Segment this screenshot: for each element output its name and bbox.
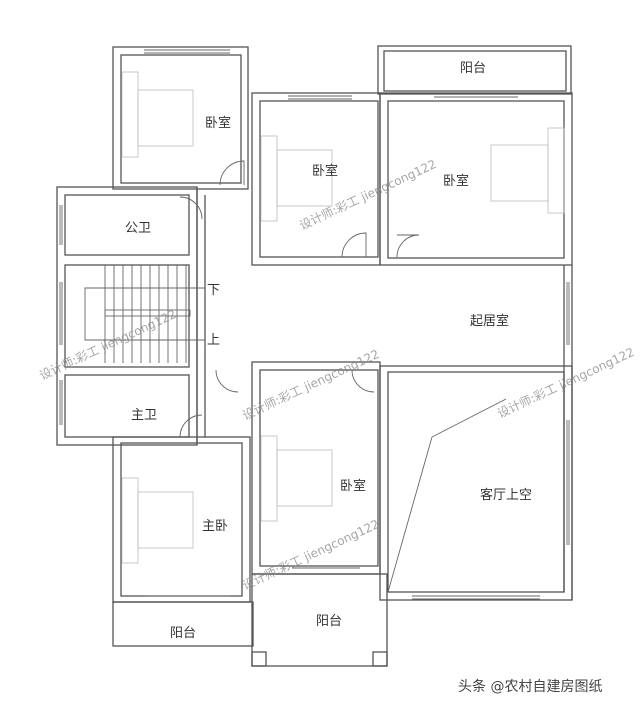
walls xyxy=(56,45,573,667)
room-label-bedroom-n-center: 卧室 xyxy=(312,163,338,179)
stairs: 下 上 xyxy=(84,265,220,363)
stairs-down-label: 下 xyxy=(207,283,220,298)
room-label-balcony-s: 阳台 xyxy=(316,614,342,629)
source-credit: 头条 @农村自建房图纸 xyxy=(458,679,603,695)
bed-icons xyxy=(121,71,565,564)
watermark: 设计师:彩工 jiengcong122 xyxy=(240,517,381,593)
room-label-master-bathroom: 主卫 xyxy=(131,408,157,423)
watermark: 设计师:彩工 jiengcong122 xyxy=(495,345,636,421)
room-label-living-room: 起居室 xyxy=(470,313,509,329)
doors xyxy=(179,160,420,438)
stairs-up-label: 上 xyxy=(207,333,220,348)
room-label-public-bathroom: 公卫 xyxy=(125,221,151,236)
room-label-bedroom-s-center: 卧室 xyxy=(340,478,366,494)
room-label-bedroom-ne: 卧室 xyxy=(443,173,469,189)
room-label-balcony-sw: 阳台 xyxy=(170,626,196,641)
room-labels: 卧室 卧室 卧室 阳台 公卫 起居室 主卫 卧室 主卧 客厅上空 阳台 阳台 xyxy=(125,61,532,641)
room-label-living-room-void: 客厅上空 xyxy=(480,487,532,503)
room-label-balcony-n: 阳台 xyxy=(460,61,486,76)
room-label-bedroom-nw: 卧室 xyxy=(205,115,231,131)
watermark: 设计师:彩工 jiengcong122 xyxy=(37,307,178,383)
watermark: 设计师:彩工 jiengcong122 xyxy=(240,347,381,423)
room-label-master-bedroom: 主卧 xyxy=(202,519,228,534)
